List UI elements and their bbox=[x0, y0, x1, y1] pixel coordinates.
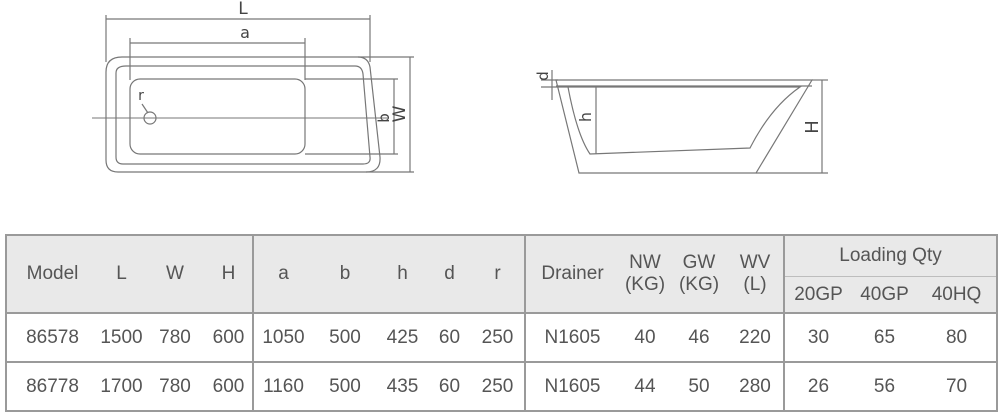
table-subheader-row: 20GP 40GP 40HQ bbox=[6, 276, 999, 314]
cell-drainer: N1605 bbox=[544, 326, 601, 348]
table-header-row: Model L W H a b h d r Drainer NW (KG) GW… bbox=[5, 234, 999, 314]
cell-h: 435 bbox=[377, 362, 428, 412]
cell-40hq: 80 bbox=[917, 313, 999, 362]
top-view-outer-rim bbox=[105, 56, 381, 173]
header-H: H bbox=[205, 234, 254, 314]
top-view-inner-rim bbox=[115, 65, 371, 165]
label-H: H bbox=[802, 120, 823, 134]
cell-gw: 46 bbox=[688, 326, 710, 348]
cell-W: 780 bbox=[159, 326, 191, 348]
label-r: r bbox=[138, 88, 144, 104]
header-W: W bbox=[145, 234, 205, 314]
top-view-basin bbox=[129, 78, 306, 155]
header-h: h bbox=[377, 234, 428, 314]
header-model: Model bbox=[5, 234, 98, 314]
drain-radius-line bbox=[141, 103, 149, 114]
technical-drawing: L a r b W d h H bbox=[92, 0, 828, 174]
side-view-outer-profile bbox=[555, 79, 814, 174]
cell-r: 250 bbox=[471, 313, 526, 362]
cell-r: 250 bbox=[471, 362, 526, 412]
cell-20gp: 30 bbox=[807, 326, 830, 348]
cell-d: 60 bbox=[438, 326, 461, 348]
cell-drainer: N1605 bbox=[525, 362, 619, 412]
cell-H: 600 bbox=[205, 313, 254, 362]
header-nw: NW (KG) bbox=[619, 234, 671, 314]
header-20gp: 20GP bbox=[784, 276, 852, 314]
label-b: b bbox=[375, 113, 393, 123]
header-drainer: Drainer bbox=[525, 234, 619, 314]
cell-a: 1050 bbox=[262, 326, 305, 348]
label-W: W bbox=[390, 105, 410, 122]
cell-40hq: 70 bbox=[917, 362, 999, 412]
cell-nw: 44 bbox=[619, 362, 671, 412]
cell-model: 86578 bbox=[5, 313, 98, 362]
side-view bbox=[541, 70, 828, 174]
header-wv-line2: (L) bbox=[743, 274, 767, 295]
cell-wv: 220 bbox=[727, 313, 785, 362]
cell-gw: 50 bbox=[671, 362, 727, 412]
label-d: d bbox=[534, 71, 552, 81]
header-d: d bbox=[428, 234, 471, 314]
cell-L: 1500 bbox=[100, 326, 143, 348]
cell-H: 600 bbox=[205, 362, 254, 412]
label-a: a bbox=[240, 23, 250, 42]
cell-40gp: 56 bbox=[852, 362, 917, 412]
cell-20gp: 26 bbox=[784, 362, 852, 412]
cell-L: 1700 bbox=[98, 362, 145, 412]
cell-d: 60 bbox=[428, 362, 471, 412]
cell-wv: 280 bbox=[727, 362, 785, 412]
header-nw-line1: NW bbox=[629, 252, 661, 274]
cell-W: 780 bbox=[145, 362, 205, 412]
header-wv: WV (L) bbox=[727, 234, 785, 314]
table-row: 86578 1500 780 600 1050 500 425 60 250 N… bbox=[5, 313, 999, 362]
header-40gp: 40GP bbox=[852, 276, 917, 314]
cell-b: 500 bbox=[313, 362, 377, 412]
header-40hq: 40HQ bbox=[917, 276, 999, 314]
cell-40gp: 65 bbox=[873, 326, 896, 348]
cell-model: 86778 bbox=[5, 362, 98, 412]
header-L: L bbox=[98, 234, 145, 314]
cell-b: 500 bbox=[329, 326, 361, 348]
header-a: a bbox=[253, 234, 313, 314]
label-L: L bbox=[238, 0, 248, 19]
header-gw-line1: GW bbox=[682, 252, 716, 274]
header-wv-line1: WV bbox=[739, 252, 771, 274]
cell-h: 425 bbox=[386, 326, 419, 348]
header-gw-line2: (KG) bbox=[678, 274, 720, 295]
side-view-inner-profile bbox=[567, 86, 802, 155]
cell-a: 1160 bbox=[253, 362, 313, 412]
cell-nw: 40 bbox=[634, 326, 656, 348]
label-h: h bbox=[576, 112, 595, 122]
header-nw-line2: (KG) bbox=[624, 274, 666, 295]
specification-table: Model L W H a b h d r Drainer NW (KG) GW… bbox=[5, 234, 999, 412]
header-gw: GW (KG) bbox=[671, 234, 727, 314]
header-r: r bbox=[471, 234, 526, 314]
header-loading-qty: Loading Qty bbox=[784, 234, 999, 277]
header-b: b bbox=[313, 234, 377, 314]
top-view bbox=[92, 15, 414, 173]
table-row: 86778 1700 780 600 1160 500 435 60 250 N… bbox=[5, 362, 999, 412]
